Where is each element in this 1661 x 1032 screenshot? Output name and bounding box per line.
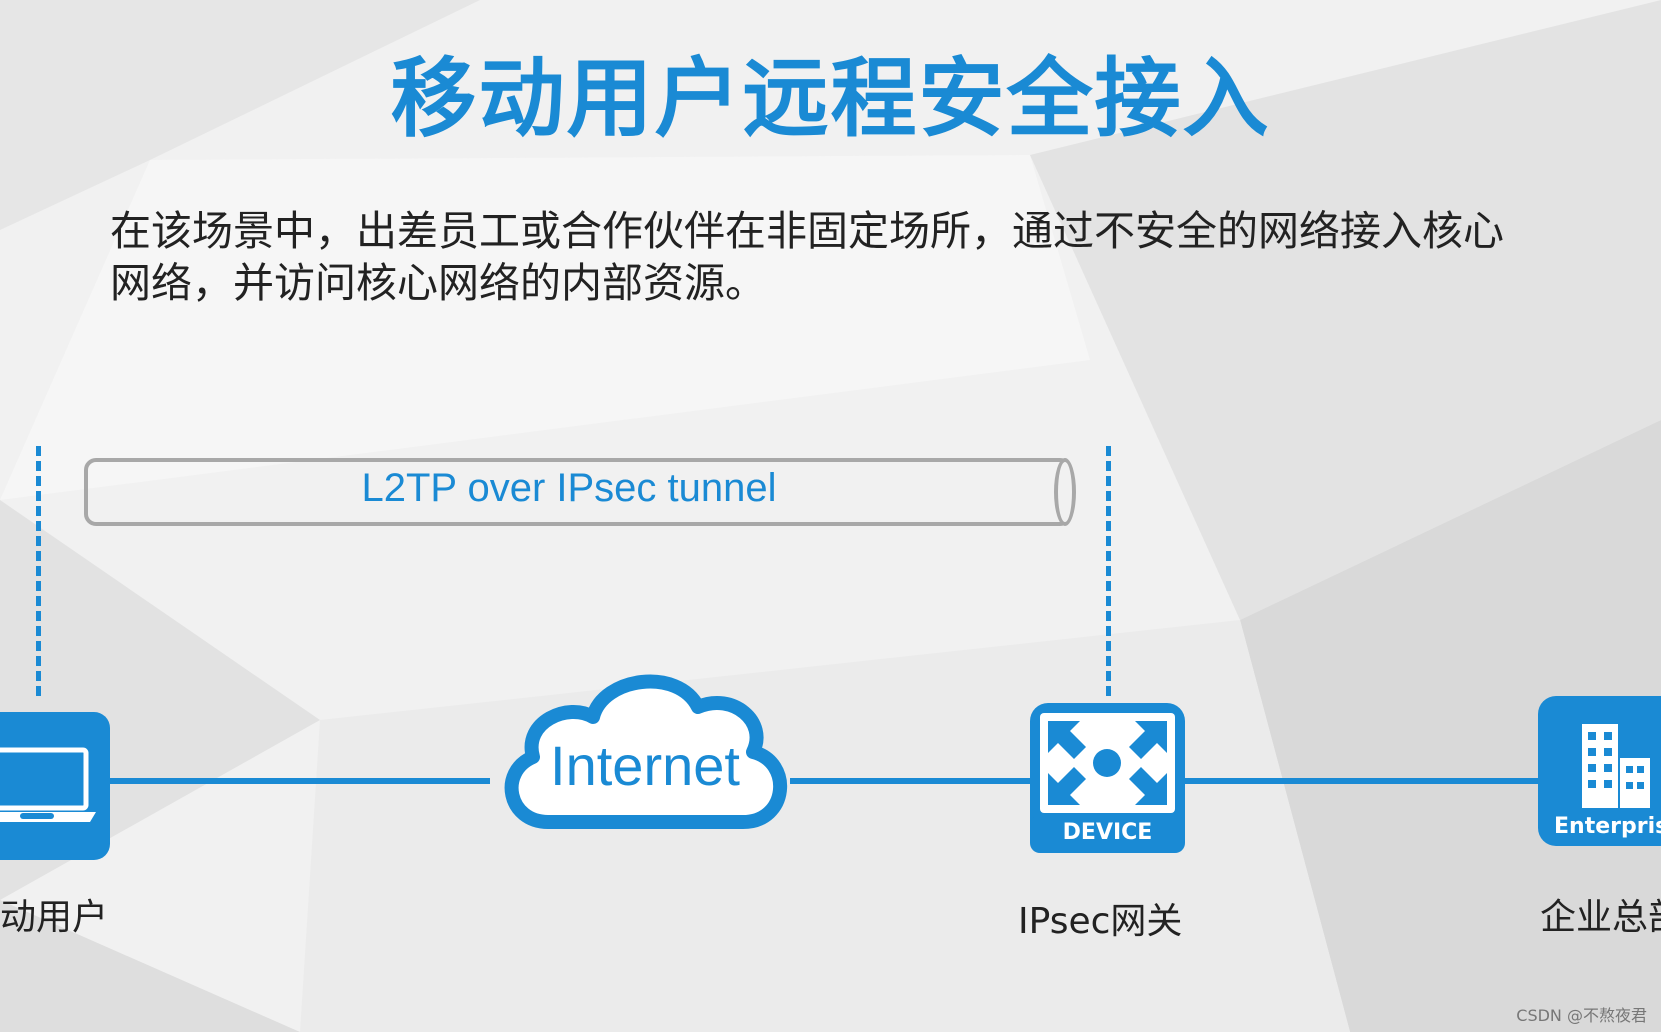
scenario-description: 在该场景中，出差员工或合作伙伴在非固定场所，通过不安全的网络接入核心网络，并访问…	[110, 207, 1504, 307]
left-boundary-dashed-line	[36, 446, 41, 696]
page-title: 移动用户远程安全接入	[390, 49, 1271, 149]
gateway-device-icon	[1030, 703, 1185, 853]
tunnel-label: L2TP over IPsec tunnel	[361, 466, 777, 510]
watermark: CSDN @不熬夜君	[1516, 1006, 1647, 1025]
link-gateway-hq	[1180, 778, 1540, 784]
internet-label: Internet	[550, 734, 740, 797]
building-icon	[1538, 696, 1661, 846]
mobile-user-label: 动用户	[0, 897, 109, 938]
gateway-label: IPsec网关	[1018, 901, 1183, 942]
link-internet-gateway	[790, 778, 1040, 784]
link-user-internet	[110, 778, 490, 784]
laptop-icon	[0, 712, 110, 860]
right-boundary-dashed-line	[1106, 446, 1111, 696]
cloud-icon	[504, 674, 788, 829]
tunnel-pipe-end-cap	[1054, 458, 1076, 526]
enterprise-badge: Enterprise	[1554, 814, 1661, 839]
gateway-badge: DEVICE	[1062, 820, 1153, 845]
headquarters-label: 企业总部	[1540, 897, 1661, 938]
